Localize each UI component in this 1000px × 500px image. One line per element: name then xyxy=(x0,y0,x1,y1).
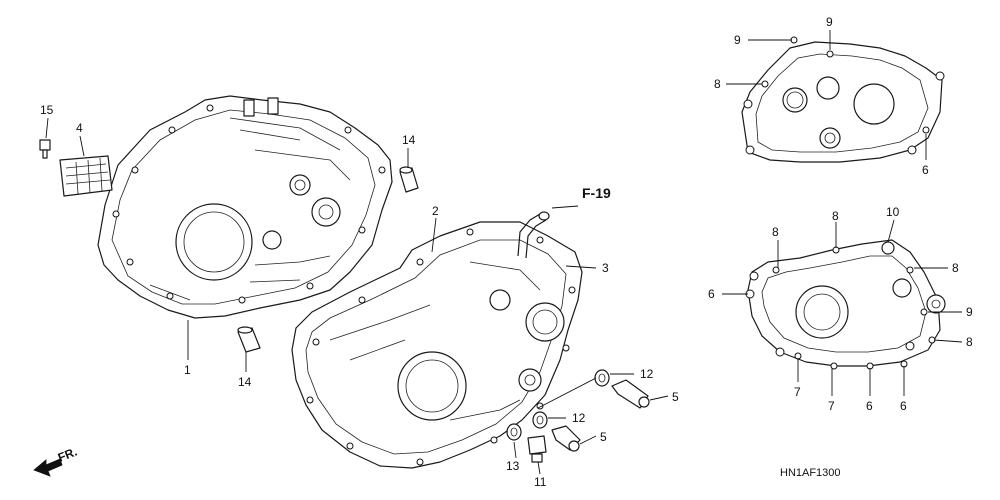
switch-upper xyxy=(611,379,650,409)
washer-lower xyxy=(532,411,548,429)
callout-1: 1 xyxy=(184,363,191,377)
callout-4: 4 xyxy=(76,121,83,135)
callout-6-b: 6 xyxy=(708,287,715,301)
switch-lower xyxy=(551,425,581,452)
callout-6-c: 6 xyxy=(866,399,873,413)
oil-strainer-screen xyxy=(59,155,113,197)
left-crankcase-half xyxy=(97,95,393,319)
callout-11: 11 xyxy=(534,475,547,489)
gasket-lower xyxy=(745,239,946,370)
drawing-code: HN1AF1300 xyxy=(780,467,841,479)
callout-13: 13 xyxy=(506,459,520,473)
callout-3: 3 xyxy=(602,261,609,275)
front-direction-arrow: FR. xyxy=(33,445,79,477)
callout-7-b: 7 xyxy=(828,399,835,413)
drain-bolt-small xyxy=(39,139,51,159)
callout-8-d: 8 xyxy=(952,261,959,275)
callout-6-d: 6 xyxy=(900,399,907,413)
reference-label: F-19 xyxy=(582,185,611,201)
callout-2: 2 xyxy=(432,204,439,218)
callout-8-b: 8 xyxy=(832,209,839,223)
dowel-pin-lower xyxy=(237,326,261,353)
callout-7-a: 7 xyxy=(794,385,801,399)
callout-12-lower: 12 xyxy=(572,411,586,425)
callout-12-upper: 12 xyxy=(640,367,654,381)
callout-labels: 15 4 14 1 14 2 3 12 5 12 5 13 11 9 9 8 6… xyxy=(40,15,973,489)
callout-10: 10 xyxy=(886,205,900,219)
callout-5-lower: 5 xyxy=(600,430,607,444)
callout-14-upper: 14 xyxy=(402,133,416,147)
callout-9-c: 9 xyxy=(966,305,973,319)
callout-8-e: 8 xyxy=(966,335,973,349)
callout-5-upper: 5 xyxy=(672,390,679,404)
callout-8-a: 8 xyxy=(714,77,721,91)
callout-15: 15 xyxy=(40,103,54,117)
callout-9-b: 9 xyxy=(826,15,833,29)
dowel-pin-upper xyxy=(399,166,419,193)
callout-14-lower: 14 xyxy=(238,375,252,389)
washer-13 xyxy=(506,423,522,441)
right-crankcase-half xyxy=(291,211,583,469)
callout-8-c: 8 xyxy=(772,225,779,239)
leader-lines xyxy=(45,30,963,475)
front-label: FR. xyxy=(56,445,79,465)
washer-upper xyxy=(594,369,610,387)
bolt-11 xyxy=(527,435,547,463)
callout-9-a: 9 xyxy=(734,33,741,47)
callout-6-a: 6 xyxy=(922,163,929,177)
gasket-upper xyxy=(741,36,945,163)
